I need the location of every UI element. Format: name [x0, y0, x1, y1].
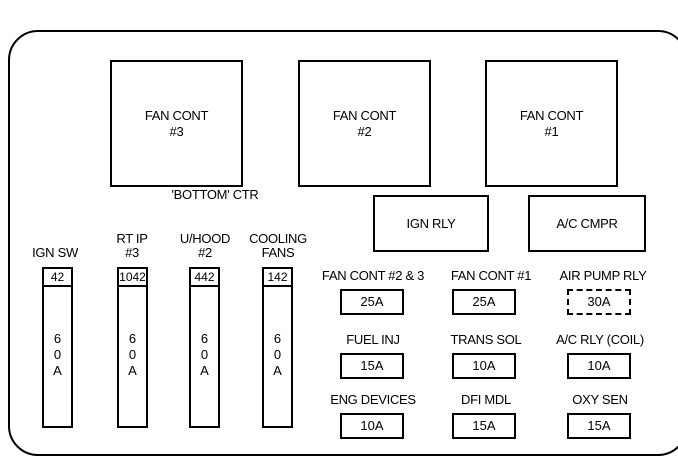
maxi-fuse-number: 42 [44, 269, 71, 287]
fuse-fuel-inj: 15A [340, 353, 404, 379]
maxi-fuse-amperage: 6 0 A [53, 331, 62, 378]
relay-fan-cont-2: FAN CONT #2 [298, 60, 431, 187]
fuse-label: DFI MDL [461, 392, 511, 407]
fuse-label: ENG DEVICES [330, 392, 416, 407]
fuse-trans-sol: 10A [452, 353, 516, 379]
maxi-fuse-ign-sw: 42 6 0 A [42, 267, 73, 428]
fuse-label: FAN CONT #2 & 3 [321, 268, 425, 283]
relay-ac-cmpr: A/C CMPR [528, 195, 646, 252]
bottom-ctr-label: 'BOTTOM' CTR [171, 187, 259, 202]
maxi-fuse-rt-ip-3: 1042 6 0 A [117, 267, 148, 428]
relay-ign-rly-label: IGN RLY [406, 215, 456, 231]
relay-ign-rly: IGN RLY [373, 195, 489, 252]
maxi-fuse-label: COOLING FANS [249, 231, 307, 260]
maxi-fuse-cooling-fans: 142 6 0 A [262, 267, 293, 428]
maxi-fuse-amperage: 6 0 A [200, 331, 209, 378]
fuse-label: TRANS SOL [450, 332, 522, 347]
maxi-fuse-label: IGN SW [32, 245, 78, 260]
fuse-dfi-mdl: 15A [452, 413, 516, 439]
relay-fan-cont-3: FAN CONT #3 [110, 60, 243, 187]
fuse-label: A/C RLY (COIL) [556, 332, 644, 347]
fuse-fan-cont-1: 25A [452, 289, 516, 315]
fuse-fan-cont-2-3: 25A [340, 289, 404, 315]
maxi-fuse-number: 142 [264, 269, 291, 287]
fuse-label: FUEL INJ [346, 332, 400, 347]
maxi-fuse-amperage: 6 0 A [128, 331, 137, 378]
fuse-ac-rly-coil: 10A [567, 353, 631, 379]
relay-fan-cont-1: FAN CONT #1 [485, 60, 618, 187]
fuse-air-pump-rly: 30A [567, 289, 631, 315]
maxi-fuse-label: RT IP #3 [116, 231, 148, 260]
maxi-fuse-u-hood-2: 442 6 0 A [189, 267, 220, 428]
fuse-block-outline [8, 30, 678, 456]
maxi-fuse-number: 1042 [119, 269, 146, 287]
relay-fan-cont-2-label: FAN CONT #2 [332, 107, 397, 139]
fuse-oxy-sen: 15A [567, 413, 631, 439]
relay-fan-cont-1-label: FAN CONT #1 [519, 107, 584, 139]
relay-ac-cmpr-label: A/C CMPR [556, 215, 618, 231]
maxi-fuse-amperage: 6 0 A [273, 331, 282, 378]
maxi-fuse-label: U/HOOD #2 [179, 231, 231, 260]
fuse-eng-devices: 10A [340, 413, 404, 439]
relay-fan-cont-3-label: FAN CONT #3 [144, 107, 209, 139]
fuse-label: FAN CONT #1 [450, 268, 532, 283]
maxi-fuse-number: 442 [191, 269, 218, 287]
fuse-label: AIR PUMP RLY [559, 268, 647, 283]
fuse-label: OXY SEN [572, 392, 628, 407]
